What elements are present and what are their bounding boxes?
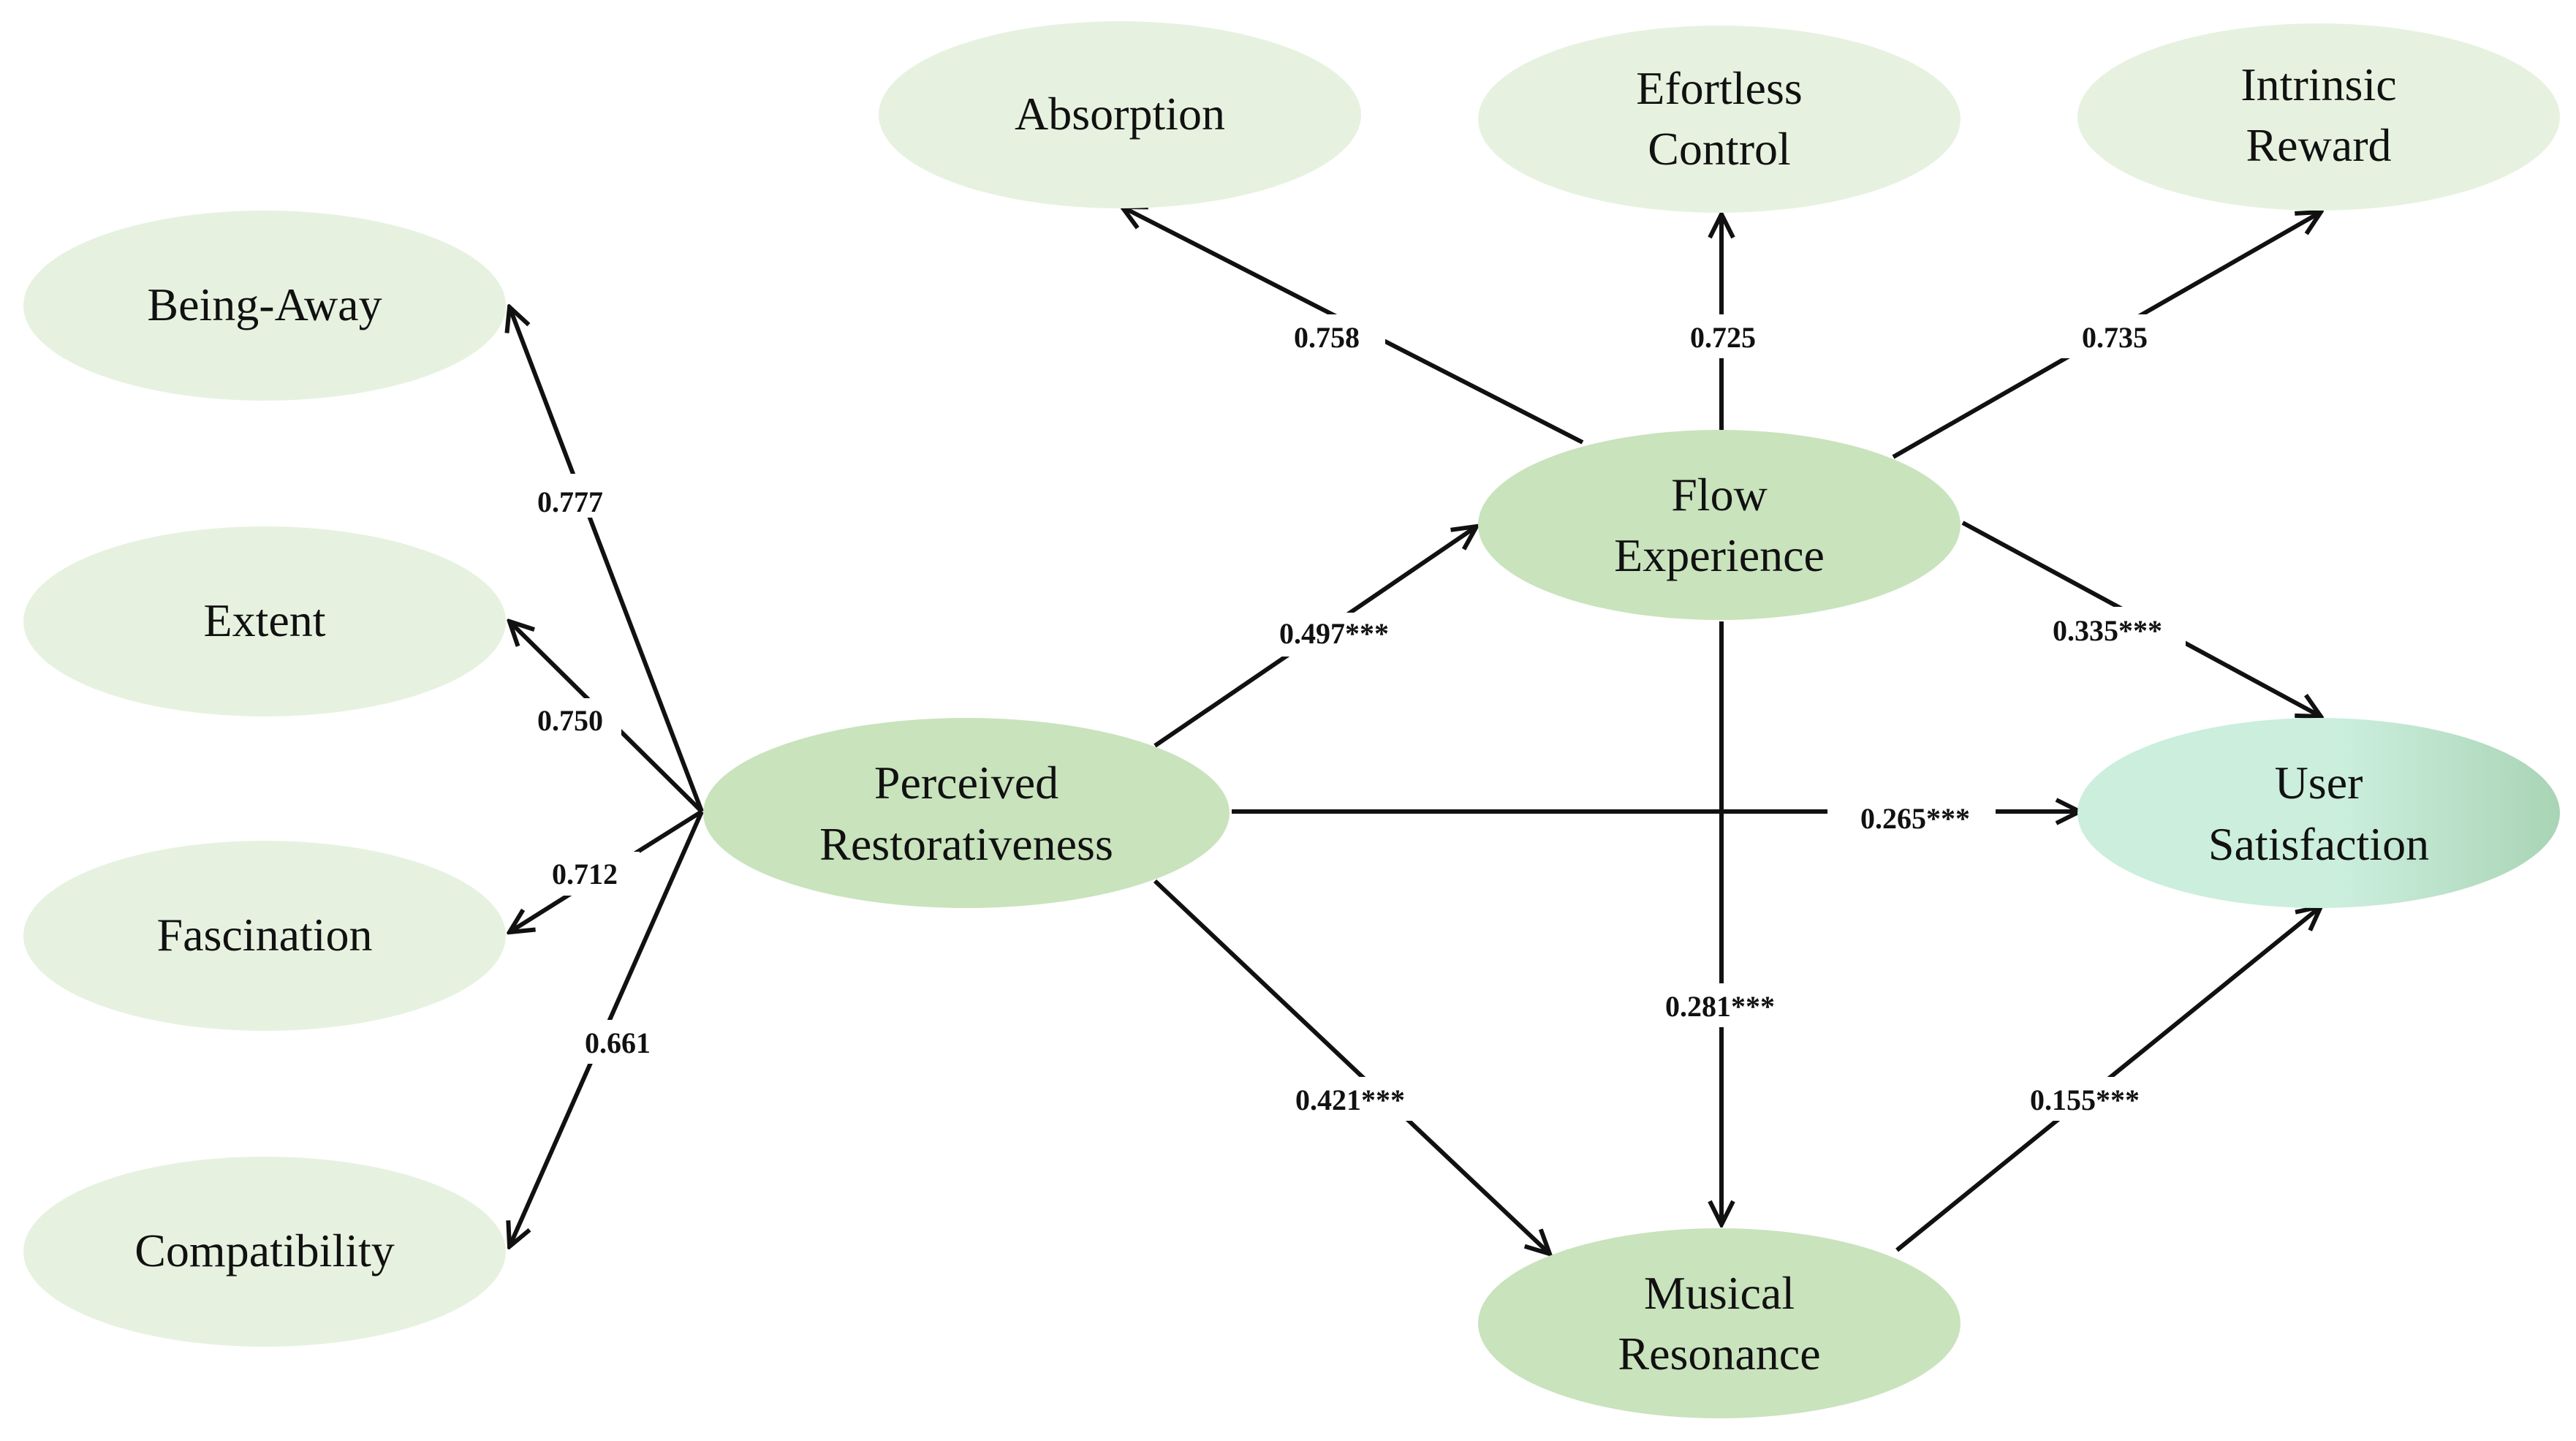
node-perceived-restorativeness-line1: Perceived <box>874 757 1058 809</box>
node-effortless-control-line2: Control <box>1648 123 1791 175</box>
edge-pr-being-away <box>509 307 704 813</box>
node-flow-experience-line1: Flow <box>1671 469 1768 521</box>
node-extent-label: Extent <box>203 594 325 646</box>
node-intrinsic-reward-line1: Intrinsic <box>2240 58 2396 110</box>
node-musical-resonance: Musical Resonance <box>1478 1228 1961 1418</box>
label-fe-us: 0.335*** <box>2053 614 2162 647</box>
label-pr-compatibility: 0.661 <box>585 1026 651 1059</box>
label-fe-effortless-control: 0.725 <box>1690 321 1756 354</box>
node-musical-resonance-line1: Musical <box>1644 1267 1795 1319</box>
node-effortless-control-line1: Efortless <box>1636 62 1803 114</box>
node-compatibility-label: Compatibility <box>135 1225 395 1277</box>
label-pr-extent: 0.750 <box>537 704 603 737</box>
node-flow-experience: Flow Experience <box>1478 430 1961 620</box>
edge-pr-mr <box>1153 879 1550 1254</box>
label-pr-mr: 0.421*** <box>1295 1083 1405 1116</box>
node-user-satisfaction-line1: User <box>2275 757 2363 809</box>
label-fe-mr: 0.281*** <box>1665 990 1775 1023</box>
node-musical-resonance-line2: Resonance <box>1618 1328 1820 1380</box>
node-absorption-label: Absorption <box>1015 88 1225 140</box>
node-being-away: Being-Away <box>23 211 506 401</box>
node-intrinsic-reward: Intrinsic Reward <box>2077 23 2560 211</box>
node-user-satisfaction: User Satisfaction <box>2077 718 2560 908</box>
nodes: Being-Away Extent Fascination Compatibil… <box>23 21 2560 1418</box>
label-pr-us: 0.265*** <box>1860 802 1970 835</box>
node-effortless-control: Efortless Control <box>1478 26 1961 213</box>
node-flow-experience-line2: Experience <box>1614 529 1825 581</box>
node-intrinsic-reward-line2: Reward <box>2246 119 2391 171</box>
node-fascination: Fascination <box>23 841 506 1031</box>
node-extent: Extent <box>23 526 506 716</box>
edge-labels: 0.777 0.750 0.712 0.661 0.758 0.725 0.73… <box>512 314 2186 1121</box>
node-being-away-label: Being-Away <box>147 279 382 330</box>
label-pr-being-away: 0.777 <box>537 485 603 518</box>
label-pr-fascination: 0.712 <box>552 858 618 890</box>
node-perceived-restorativeness: Perceived Restorativeness <box>703 718 1230 908</box>
node-compatibility: Compatibility <box>23 1157 506 1347</box>
node-absorption: Absorption <box>879 21 1361 208</box>
label-mr-us: 0.155*** <box>2030 1083 2140 1116</box>
label-fe-intrinsic-reward: 0.735 <box>2082 321 2148 354</box>
node-fascination-label: Fascination <box>156 909 372 961</box>
node-user-satisfaction-line2: Satisfaction <box>2208 818 2429 870</box>
label-fe-absorption: 0.758 <box>1294 321 1360 354</box>
node-perceived-restorativeness-line2: Restorativeness <box>819 818 1113 870</box>
label-pr-fe: 0.497*** <box>1279 617 1389 650</box>
